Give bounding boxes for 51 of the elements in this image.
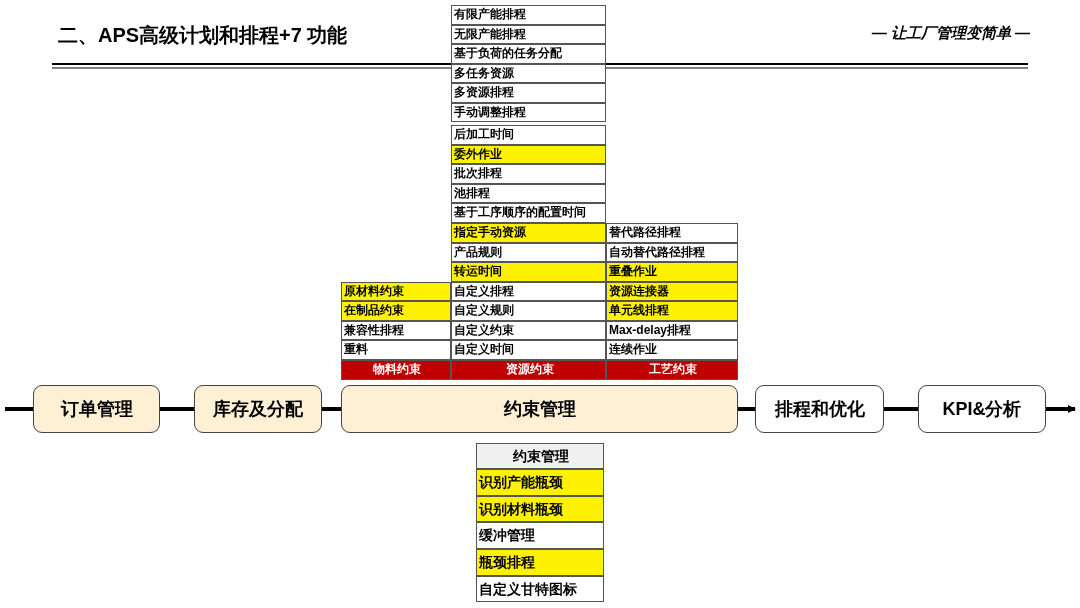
connector-line bbox=[5, 407, 33, 411]
table-cell: 兼容性排程 bbox=[341, 320, 451, 340]
table-cell: 自定义排程 bbox=[451, 281, 606, 301]
connector-line bbox=[160, 407, 194, 411]
highlighted-cell: 委外作业 bbox=[451, 144, 606, 164]
highlighted-cell: 瓶颈排程 bbox=[476, 549, 604, 576]
highlighted-cell: 转运时间 bbox=[451, 262, 606, 282]
process-box: 订单管理 bbox=[33, 385, 160, 433]
table-cell: 多资源排程 bbox=[451, 83, 606, 103]
table-cell: 无限产能排程 bbox=[451, 24, 606, 44]
process-box: 库存及分配 bbox=[194, 385, 322, 433]
slogan: — 让工厂管理变简单 — bbox=[870, 24, 1030, 43]
highlighted-cell: 指定手动资源 bbox=[451, 223, 606, 243]
table-cell: 自定义甘特图标 bbox=[476, 575, 604, 603]
process-box: 约束管理 bbox=[341, 385, 738, 433]
highlighted-cell: 识别产能瓶颈 bbox=[476, 469, 604, 496]
title: 二、APS高级计划和排程+7 功能 bbox=[58, 23, 348, 48]
process-box: 排程和优化 bbox=[755, 385, 884, 433]
table-cell: 基于工序顺序的配置时间 bbox=[451, 203, 606, 223]
highlighted-cell: 在制品约束 bbox=[341, 301, 451, 321]
header-cell: 约束管理 bbox=[476, 443, 604, 469]
table-cell: 自定义时间 bbox=[451, 340, 606, 360]
highlighted-cell: 单元线排程 bbox=[606, 301, 738, 321]
highlighted-cell: 资源连接器 bbox=[606, 281, 738, 301]
table-cell: 连续作业 bbox=[606, 340, 738, 360]
highlighted-cell: 识别材料瓶颈 bbox=[476, 495, 604, 523]
table-cell: 多任务资源 bbox=[451, 63, 606, 83]
connector-line bbox=[884, 407, 918, 411]
table-cell: 自定义约束 bbox=[451, 320, 606, 340]
header-cell: 物料约束 bbox=[341, 360, 451, 380]
table-cell: 后加工时间 bbox=[451, 125, 606, 145]
process-box: KPI&分析 bbox=[918, 385, 1046, 433]
highlighted-cell: 原材料约束 bbox=[341, 281, 451, 301]
table-cell: 自动替代路径排程 bbox=[606, 242, 738, 262]
header-cell: 工艺约束 bbox=[606, 360, 738, 380]
table-cell: 批次排程 bbox=[451, 164, 606, 184]
connector-line bbox=[738, 407, 755, 411]
table-cell: 产品规则 bbox=[451, 242, 606, 262]
table-cell: 池排程 bbox=[451, 183, 606, 203]
table-cell: 缓冲管理 bbox=[476, 522, 604, 550]
connector-line bbox=[322, 407, 341, 411]
table-cell: 重料 bbox=[341, 340, 451, 360]
highlighted-cell: 重叠作业 bbox=[606, 262, 738, 282]
table-cell: 替代路径排程 bbox=[606, 223, 738, 243]
table-cell: 手动调整排程 bbox=[451, 102, 606, 122]
arrow bbox=[1046, 405, 1076, 413]
table-cell: Max-delay排程 bbox=[606, 320, 738, 340]
table-cell: 基于负荷的任务分配 bbox=[451, 44, 606, 64]
table-cell: 有限产能排程 bbox=[451, 5, 606, 25]
table-cell: 自定义规则 bbox=[451, 301, 606, 321]
header-cell: 资源约束 bbox=[451, 360, 606, 380]
